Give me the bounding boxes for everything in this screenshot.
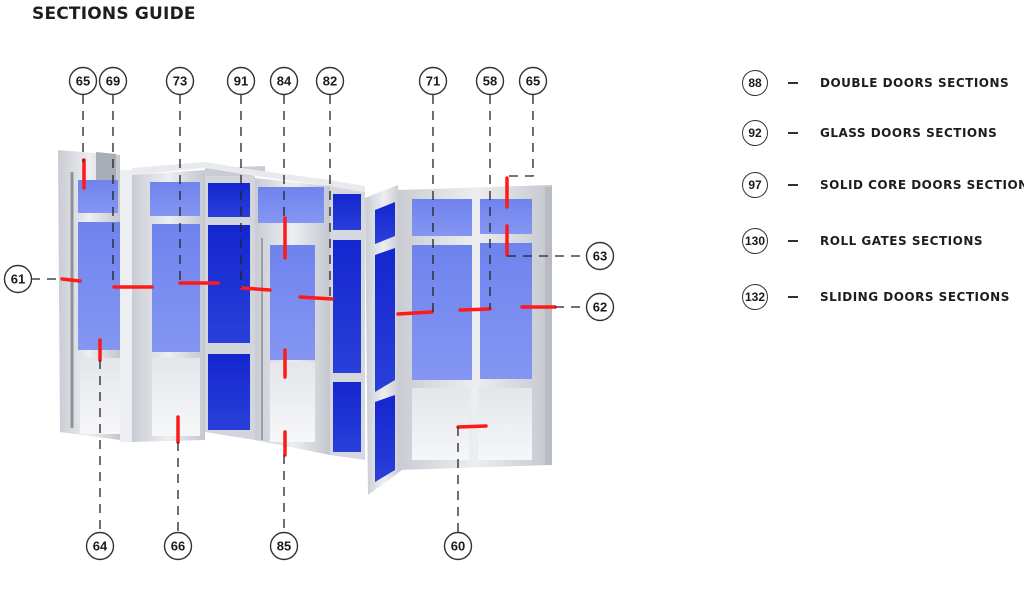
callout-circle (585, 241, 615, 271)
callout-number: 84 (277, 74, 292, 89)
legend-item-sliding-doors[interactable]: 132 SLIDING DOORS SECTIONS (742, 282, 1010, 312)
dash-separator (788, 184, 798, 186)
callout-number: 65 (526, 74, 540, 89)
dark-glass-column (330, 186, 365, 460)
dash-separator (788, 240, 798, 242)
callout-number: 69 (106, 74, 120, 89)
dash-separator (788, 132, 798, 134)
legend-item-solid-core-doors[interactable]: 97 SOLID CORE DOORS SECTIONS (742, 170, 1024, 200)
callout-circle (475, 66, 505, 96)
left-column-unit (58, 150, 132, 442)
callout-number: 82 (323, 74, 337, 89)
callout-top-73[interactable]: 73 (165, 66, 195, 96)
callout-number: 65 (76, 74, 90, 89)
callout-number: 73 (173, 74, 187, 89)
legend-badge: 88 (742, 70, 768, 96)
callout-top-69[interactable]: 69 (98, 66, 128, 96)
callout-circle (3, 264, 33, 294)
legend-badge: 97 (742, 172, 768, 198)
callout-circle (68, 66, 98, 96)
partition-illustration (58, 150, 552, 495)
callout-top-65[interactable]: 65 (68, 66, 98, 96)
legend-label: ROLL GATES SECTIONS (820, 234, 984, 248)
callout-top-84[interactable]: 84 (269, 66, 299, 96)
folding-panel (365, 185, 402, 495)
callout-number: 91 (234, 74, 248, 89)
glass-door-unit (255, 178, 330, 455)
dash-separator (788, 296, 798, 298)
callout-top-91[interactable]: 91 (226, 66, 256, 96)
dash-separator (788, 82, 798, 84)
callout-circle (315, 66, 345, 96)
callout-bottom-60[interactable]: 60 (443, 531, 473, 561)
callout-number: 61 (11, 272, 25, 287)
callout-circle (443, 531, 473, 561)
callout-top-82[interactable]: 82 (315, 66, 345, 96)
section-markers (60, 158, 557, 457)
callout-circle (165, 66, 195, 96)
callout-circle (226, 66, 256, 96)
callout-circle (269, 531, 299, 561)
callout-circle (98, 66, 128, 96)
legend-badge: 130 (742, 228, 768, 254)
page-title: SECTIONS GUIDE (32, 4, 196, 24)
legend-label: DOUBLE DOORS SECTIONS (820, 76, 1010, 90)
callout-circle (518, 66, 548, 96)
callout-top-58[interactable]: 58 (475, 66, 505, 96)
callout-bottom-64[interactable]: 64 (85, 531, 115, 561)
callout-badges: 65 69 73 91 84 82 71 58 65 61 63 62 64 66 85 60 (3, 66, 615, 561)
callout-circle (163, 531, 193, 561)
legend-badge: 92 (742, 120, 768, 146)
legend-label: GLASS DOORS SECTIONS (820, 126, 998, 140)
callout-number: 66 (171, 539, 185, 554)
callout-bottom-85[interactable]: 85 (269, 531, 299, 561)
callout-side-61[interactable]: 61 (3, 264, 33, 294)
callout-number: 62 (593, 300, 607, 315)
callout-number: 58 (483, 74, 497, 89)
callout-top-65[interactable]: 65 (518, 66, 548, 96)
callout-circle (85, 531, 115, 561)
legend-item-glass-doors[interactable]: 92 GLASS DOORS SECTIONS (742, 118, 997, 148)
legend-item-double-doors[interactable]: 88 DOUBLE DOORS SECTIONS (742, 68, 1009, 98)
callout-bottom-66[interactable]: 66 (163, 531, 193, 561)
callout-side-62[interactable]: 62 (585, 292, 615, 322)
leader-lines (31, 95, 588, 533)
legend-label: SOLID CORE DOORS SECTIONS (820, 178, 1024, 192)
callout-number: 63 (593, 249, 607, 264)
callout-number: 60 (451, 539, 465, 554)
callout-circle (269, 66, 299, 96)
legend-label: SLIDING DOORS SECTIONS (820, 290, 1010, 304)
callout-number: 71 (426, 74, 440, 89)
callout-number: 85 (277, 539, 291, 554)
callout-circle (418, 66, 448, 96)
back-left-wall (132, 170, 205, 442)
callout-side-63[interactable]: 63 (585, 241, 615, 271)
legend-item-roll-gates[interactable]: 130 ROLL GATES SECTIONS (742, 226, 983, 256)
legend-badge: 132 (742, 284, 768, 310)
callout-top-71[interactable]: 71 (418, 66, 448, 96)
callout-circle (585, 292, 615, 322)
callout-number: 64 (93, 539, 108, 554)
